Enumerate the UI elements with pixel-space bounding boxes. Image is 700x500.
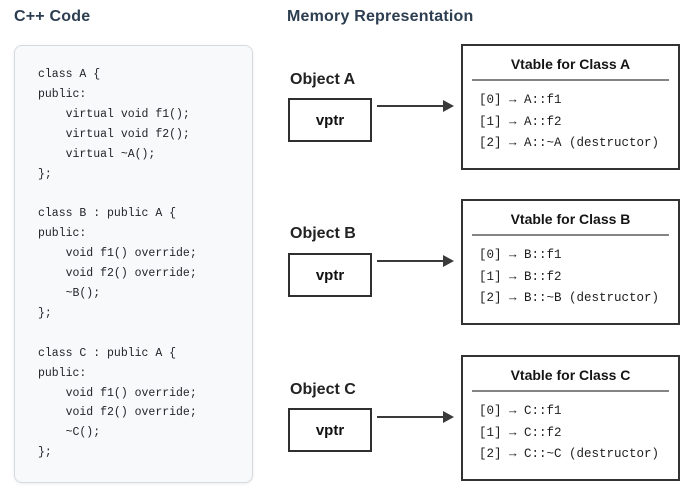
vtable-c-entry-0: [0] → C::f1: [479, 404, 562, 418]
arrow-a-head: [443, 100, 454, 112]
vtable-a-separator: [472, 79, 669, 81]
arrow-c-head: [443, 411, 454, 423]
vtable-class-a-box: Vtable for Class A [0] → A::f1 [1] → A::…: [461, 44, 680, 170]
pointer-arrow-a-icon: [377, 100, 454, 112]
memory-representation-heading: Memory Representation: [287, 8, 474, 25]
object-b-label: Object B: [290, 225, 356, 242]
object-a-vptr-box: vptr: [288, 98, 372, 142]
object-c-label: Object C: [290, 381, 356, 398]
vtable-a-entry-2: [2] → A::~A (destructor): [479, 136, 660, 150]
object-a-vptr-label: vptr: [315, 111, 345, 129]
vtable-c-title: Vtable for Class C: [510, 367, 631, 383]
vtable-b-title: Vtable for Class B: [510, 211, 631, 227]
arrow-b-head: [443, 255, 454, 267]
vtable-a-entry-0: [0] → A::f1: [479, 93, 562, 107]
vtable-c-entries: [0] → C::f1 [1] → C::f2 [2] → C::~C (des…: [479, 401, 678, 466]
vtable-b-entries: [0] → B::f1 [1] → B::f2 [2] → B::~B (des…: [479, 245, 678, 310]
arrow-c-line: [377, 416, 444, 418]
vtable-b-entry-2: [2] → B::~B (destructor): [479, 291, 660, 305]
object-c-vptr-label: vptr: [315, 421, 345, 439]
cpp-code-panel: class A { public: virtual void f1(); vir…: [14, 45, 253, 483]
vtable-a-title: Vtable for Class A: [510, 56, 631, 72]
vtable-c-entry-1: [1] → C::f2: [479, 425, 562, 440]
arrow-a-line: [377, 105, 444, 107]
vtable-b-entry-0: [0] → B::f1: [479, 248, 562, 262]
vtable-a-entries: [0] → A::f1 [1] → A::f2 [2] → A::~A (des…: [479, 90, 678, 155]
object-c-vptr-box: vptr: [288, 408, 372, 452]
object-b-vptr-box: vptr: [288, 253, 372, 297]
pointer-arrow-c-icon: [377, 411, 454, 423]
object-b-vptr-label: vptr: [315, 266, 345, 284]
vtable-b-entry-1: [1] → B::f2: [479, 269, 562, 284]
vtable-c-entry-2: [2] → C::~C (destructor): [479, 447, 660, 461]
vtable-b-separator: [472, 234, 669, 236]
pointer-arrow-b-icon: [377, 255, 454, 267]
vtable-c-separator: [472, 390, 669, 392]
vtable-a-entry-1: [1] → A::f2: [479, 114, 562, 129]
cpp-code-heading: C++ Code: [14, 8, 91, 25]
object-a-label: Object A: [290, 71, 356, 88]
arrow-b-line: [377, 260, 444, 262]
vtable-class-c-box: Vtable for Class C [0] → C::f1 [1] → C::…: [461, 355, 680, 481]
vtable-class-b-box: Vtable for Class B [0] → B::f1 [1] → B::…: [461, 199, 680, 325]
